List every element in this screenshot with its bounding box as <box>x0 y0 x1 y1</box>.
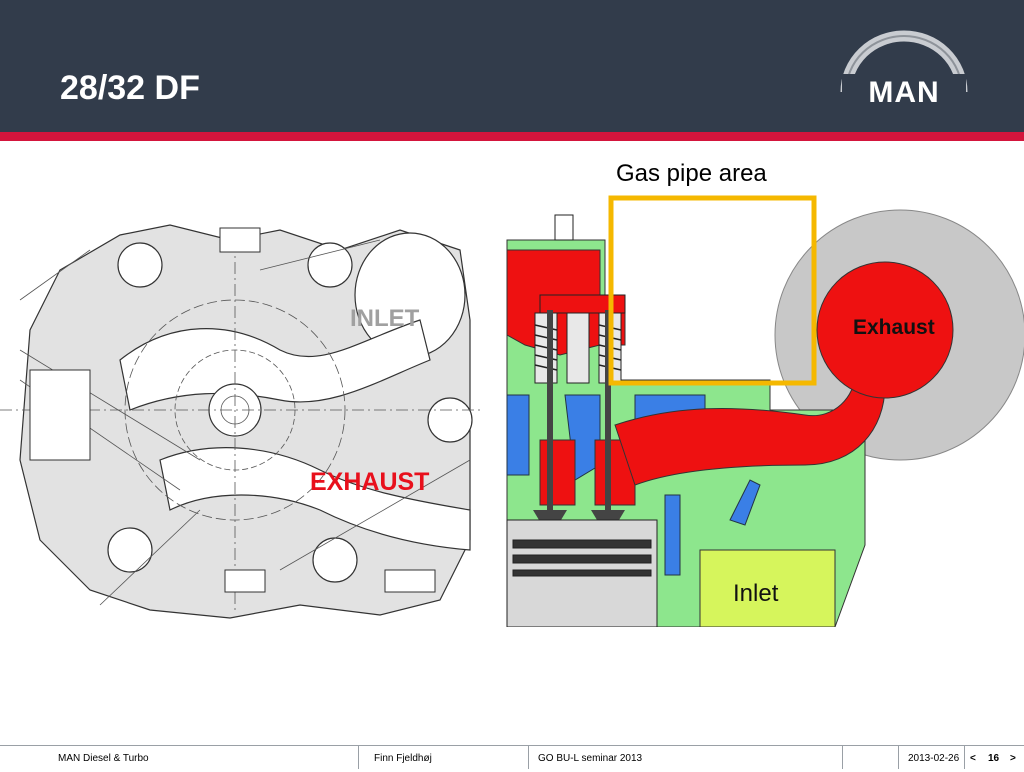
cylinder-head-technical-drawing <box>0 224 480 619</box>
next-slide-button[interactable]: > <box>1010 753 1016 764</box>
exhaust-label-right: Exhaust <box>853 316 935 339</box>
footer-divider <box>358 746 359 769</box>
header-accent-rule <box>0 132 1024 141</box>
previous-slide-button[interactable]: < <box>970 753 976 764</box>
exhaust-label-left: EXHAUST <box>310 468 430 496</box>
man-logo-icon <box>840 30 968 106</box>
page-number: 16 <box>988 753 1000 764</box>
slide-footer: MAN Diesel & Turbo Finn Fjeldhøj GO BU-L… <box>0 745 1024 769</box>
logo-wordmark: MAN <box>868 76 940 109</box>
inlet-label-right: Inlet <box>733 580 779 607</box>
footer-author: Finn Fjeldhøj <box>374 753 432 764</box>
footer-divider <box>842 746 843 769</box>
slide-title: 28/32 DF <box>60 69 200 107</box>
footer-divider <box>528 746 529 769</box>
gas-pipe-area-label: Gas pipe area <box>616 160 767 187</box>
footer-event: GO BU-L seminar 2013 <box>538 753 643 764</box>
gas-pipe-area-box <box>608 195 817 386</box>
cylinder-head-cross-section <box>506 195 1024 627</box>
inlet-label-left: INLET <box>350 305 420 332</box>
footer-company: MAN Diesel & Turbo <box>58 753 149 764</box>
footer-date: 2013-02-26 <box>908 753 960 764</box>
footer-divider <box>964 746 965 769</box>
footer-divider <box>898 746 899 769</box>
